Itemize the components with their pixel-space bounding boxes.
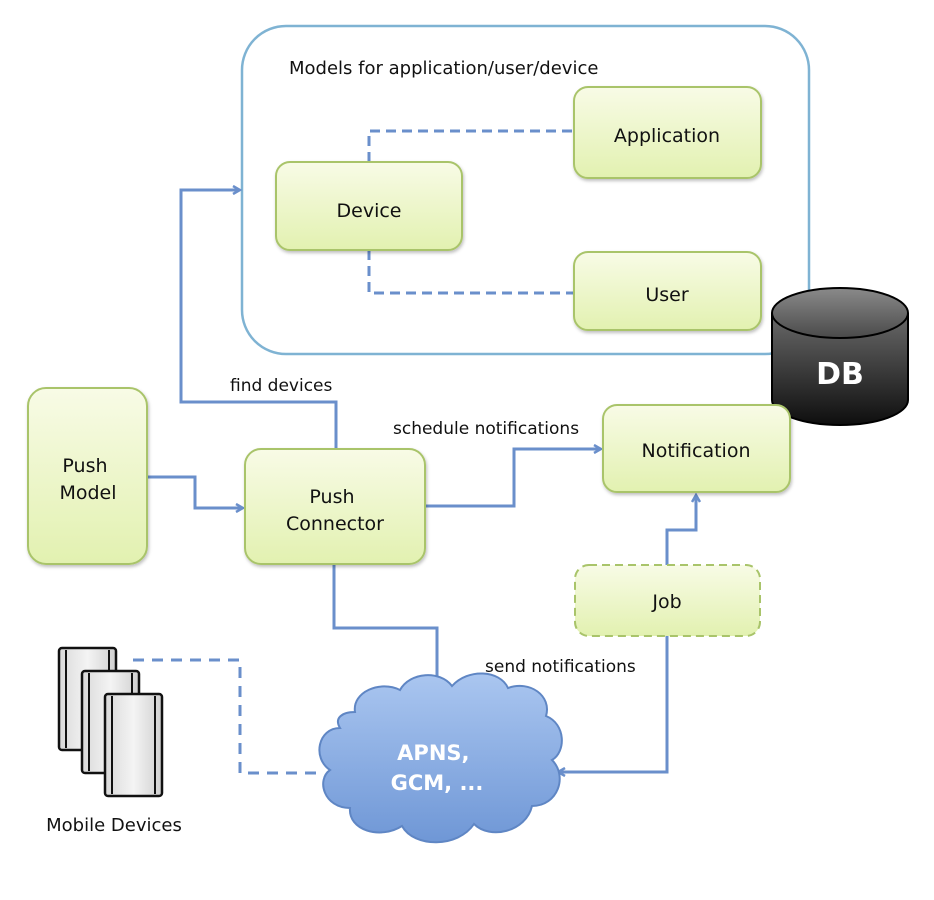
push-connector-label-line-1: Push [309, 486, 354, 508]
user-node[interactable]: User [573, 251, 762, 331]
application-label: Application [614, 125, 720, 147]
find-devices-arrow [179, 190, 338, 449]
push-model-label-line-1: Push [62, 455, 107, 477]
push-model-node[interactable]: Push Model [27, 387, 148, 565]
push-model-label-line-2: Model [59, 482, 116, 504]
push-connector-label-line-2: Connector [286, 513, 384, 535]
cloud-label-line-1: APNS, [397, 741, 469, 765]
mobile-devices-label: Mobile Devices [46, 815, 182, 836]
device-user-link [367, 250, 574, 295]
push-connector-node[interactable]: Push Connector [244, 448, 426, 565]
cloud-label-line-2: GCM, ... [391, 771, 484, 795]
db-node[interactable]: DB [771, 287, 909, 426]
send-notifications-arrow [558, 636, 669, 772]
mobile-device-icon [103, 692, 164, 798]
notification-node[interactable]: Notification [602, 404, 791, 493]
notification-label: Notification [641, 440, 750, 462]
schedule-notifications-label: schedule notifications [393, 419, 579, 439]
schedule-notifications-arrow [425, 449, 601, 508]
cloud-node[interactable]: APNS, GCM, ... [318, 672, 563, 844]
device-node[interactable]: Device [275, 161, 463, 251]
push-model-to-connector-arrow [147, 475, 243, 508]
device-label: Device [337, 200, 402, 222]
push-connector-label: Push Connector [286, 486, 384, 535]
user-label: User [645, 284, 688, 306]
device-application-link [367, 129, 574, 162]
job-label: Job [651, 591, 681, 613]
send-notifications-label: send notifications [485, 657, 636, 677]
cloud-label: APNS, GCM, ... [391, 741, 484, 795]
mobile-devices-node[interactable]: Mobile Devices [46, 646, 182, 836]
models-container-title: Models for application/user/device [289, 58, 598, 79]
connector-to-cloud-arrow [332, 564, 437, 689]
find-devices-label: find devices [230, 376, 333, 396]
device-relations [367, 129, 574, 295]
job-node[interactable]: Job [574, 564, 761, 637]
db-label: DB [816, 357, 864, 392]
job-to-notification-arrow [665, 495, 696, 565]
application-node[interactable]: Application [573, 86, 762, 179]
push-model-label: Push Model [59, 455, 116, 504]
flow-arrows [133, 190, 696, 773]
